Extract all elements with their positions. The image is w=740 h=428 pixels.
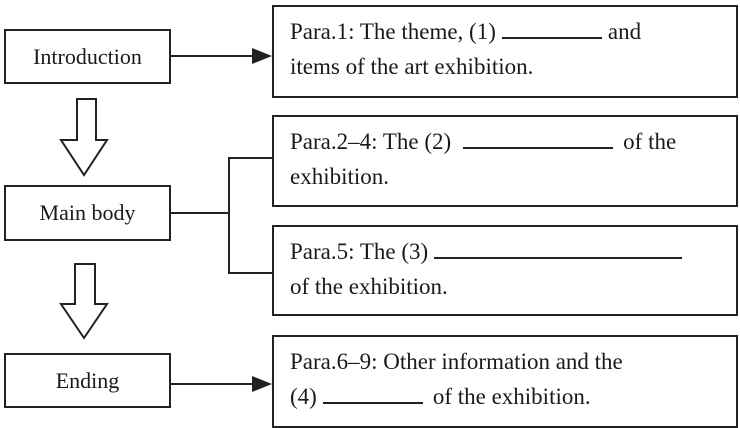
para1-line2: items of the art exhibition. bbox=[290, 54, 534, 79]
introduction-label: Introduction bbox=[33, 43, 142, 69]
para6-9-box: Para.6–9: Other information and the (4)o… bbox=[272, 335, 738, 428]
blank-4-input[interactable] bbox=[322, 380, 423, 404]
para2-4-line1: Para.2–4: The (2)of the bbox=[290, 124, 736, 159]
down-arrow-icon-1 bbox=[59, 98, 109, 177]
para2-4-box: Para.2–4: The (2)of the exhibition. bbox=[272, 115, 738, 207]
para5-line1: Para.5: The (3) bbox=[290, 234, 736, 269]
introduction-box: Introduction bbox=[4, 29, 171, 84]
para1-line1: Para.1: The theme, (1)and bbox=[290, 14, 736, 49]
para5-line2: of the exhibition. bbox=[290, 274, 448, 299]
para1-box: Para.1: The theme, (1)and items of the a… bbox=[272, 5, 738, 98]
main-body-box: Main body bbox=[4, 185, 171, 241]
para5-box: Para.5: The (3) of the exhibition. bbox=[272, 225, 738, 316]
blank-1-input[interactable] bbox=[501, 15, 602, 39]
ending-label: Ending bbox=[55, 367, 120, 393]
main-body-bracket bbox=[170, 157, 273, 274]
blank-3-input[interactable] bbox=[434, 235, 683, 259]
main-body-label: Main body bbox=[39, 200, 136, 225]
ending-box: Ending bbox=[4, 353, 171, 408]
blank-2-input[interactable] bbox=[463, 125, 614, 149]
para6-9-line1: Para.6–9: Other information and the bbox=[290, 349, 623, 374]
para6-9-line2: (4)of the exhibition. bbox=[290, 379, 736, 414]
para2-4-line2: exhibition. bbox=[290, 164, 390, 189]
down-arrow-icon-2 bbox=[59, 263, 109, 340]
